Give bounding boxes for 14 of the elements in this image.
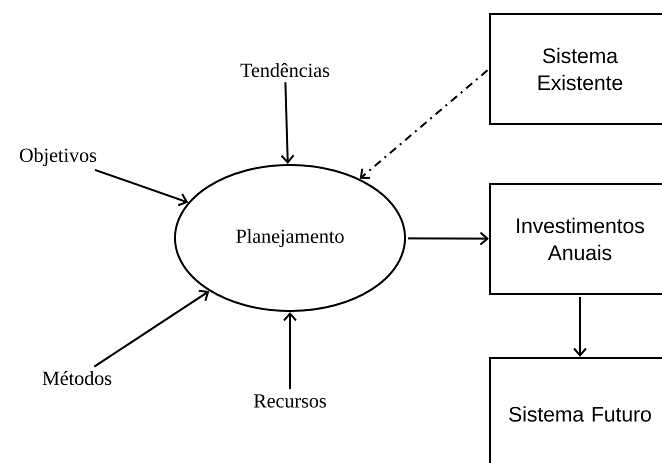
arrow bbox=[94, 290, 210, 368]
input-label: Recursos bbox=[254, 394, 326, 408]
process-box: Sistema Futuro bbox=[489, 357, 662, 463]
process-box: Investimentos Anuais bbox=[489, 183, 662, 295]
input-label: Tendências bbox=[240, 62, 330, 78]
input-label: Métodos bbox=[42, 370, 112, 386]
input-label: Objetivos bbox=[20, 148, 96, 166]
arrow bbox=[94, 168, 188, 206]
process-box: Sistema Existente bbox=[489, 13, 662, 125]
arrow bbox=[573, 297, 587, 357]
arrow bbox=[280, 82, 294, 164]
arrow bbox=[360, 70, 488, 179]
arrow bbox=[408, 232, 489, 246]
arrow bbox=[283, 312, 297, 390]
